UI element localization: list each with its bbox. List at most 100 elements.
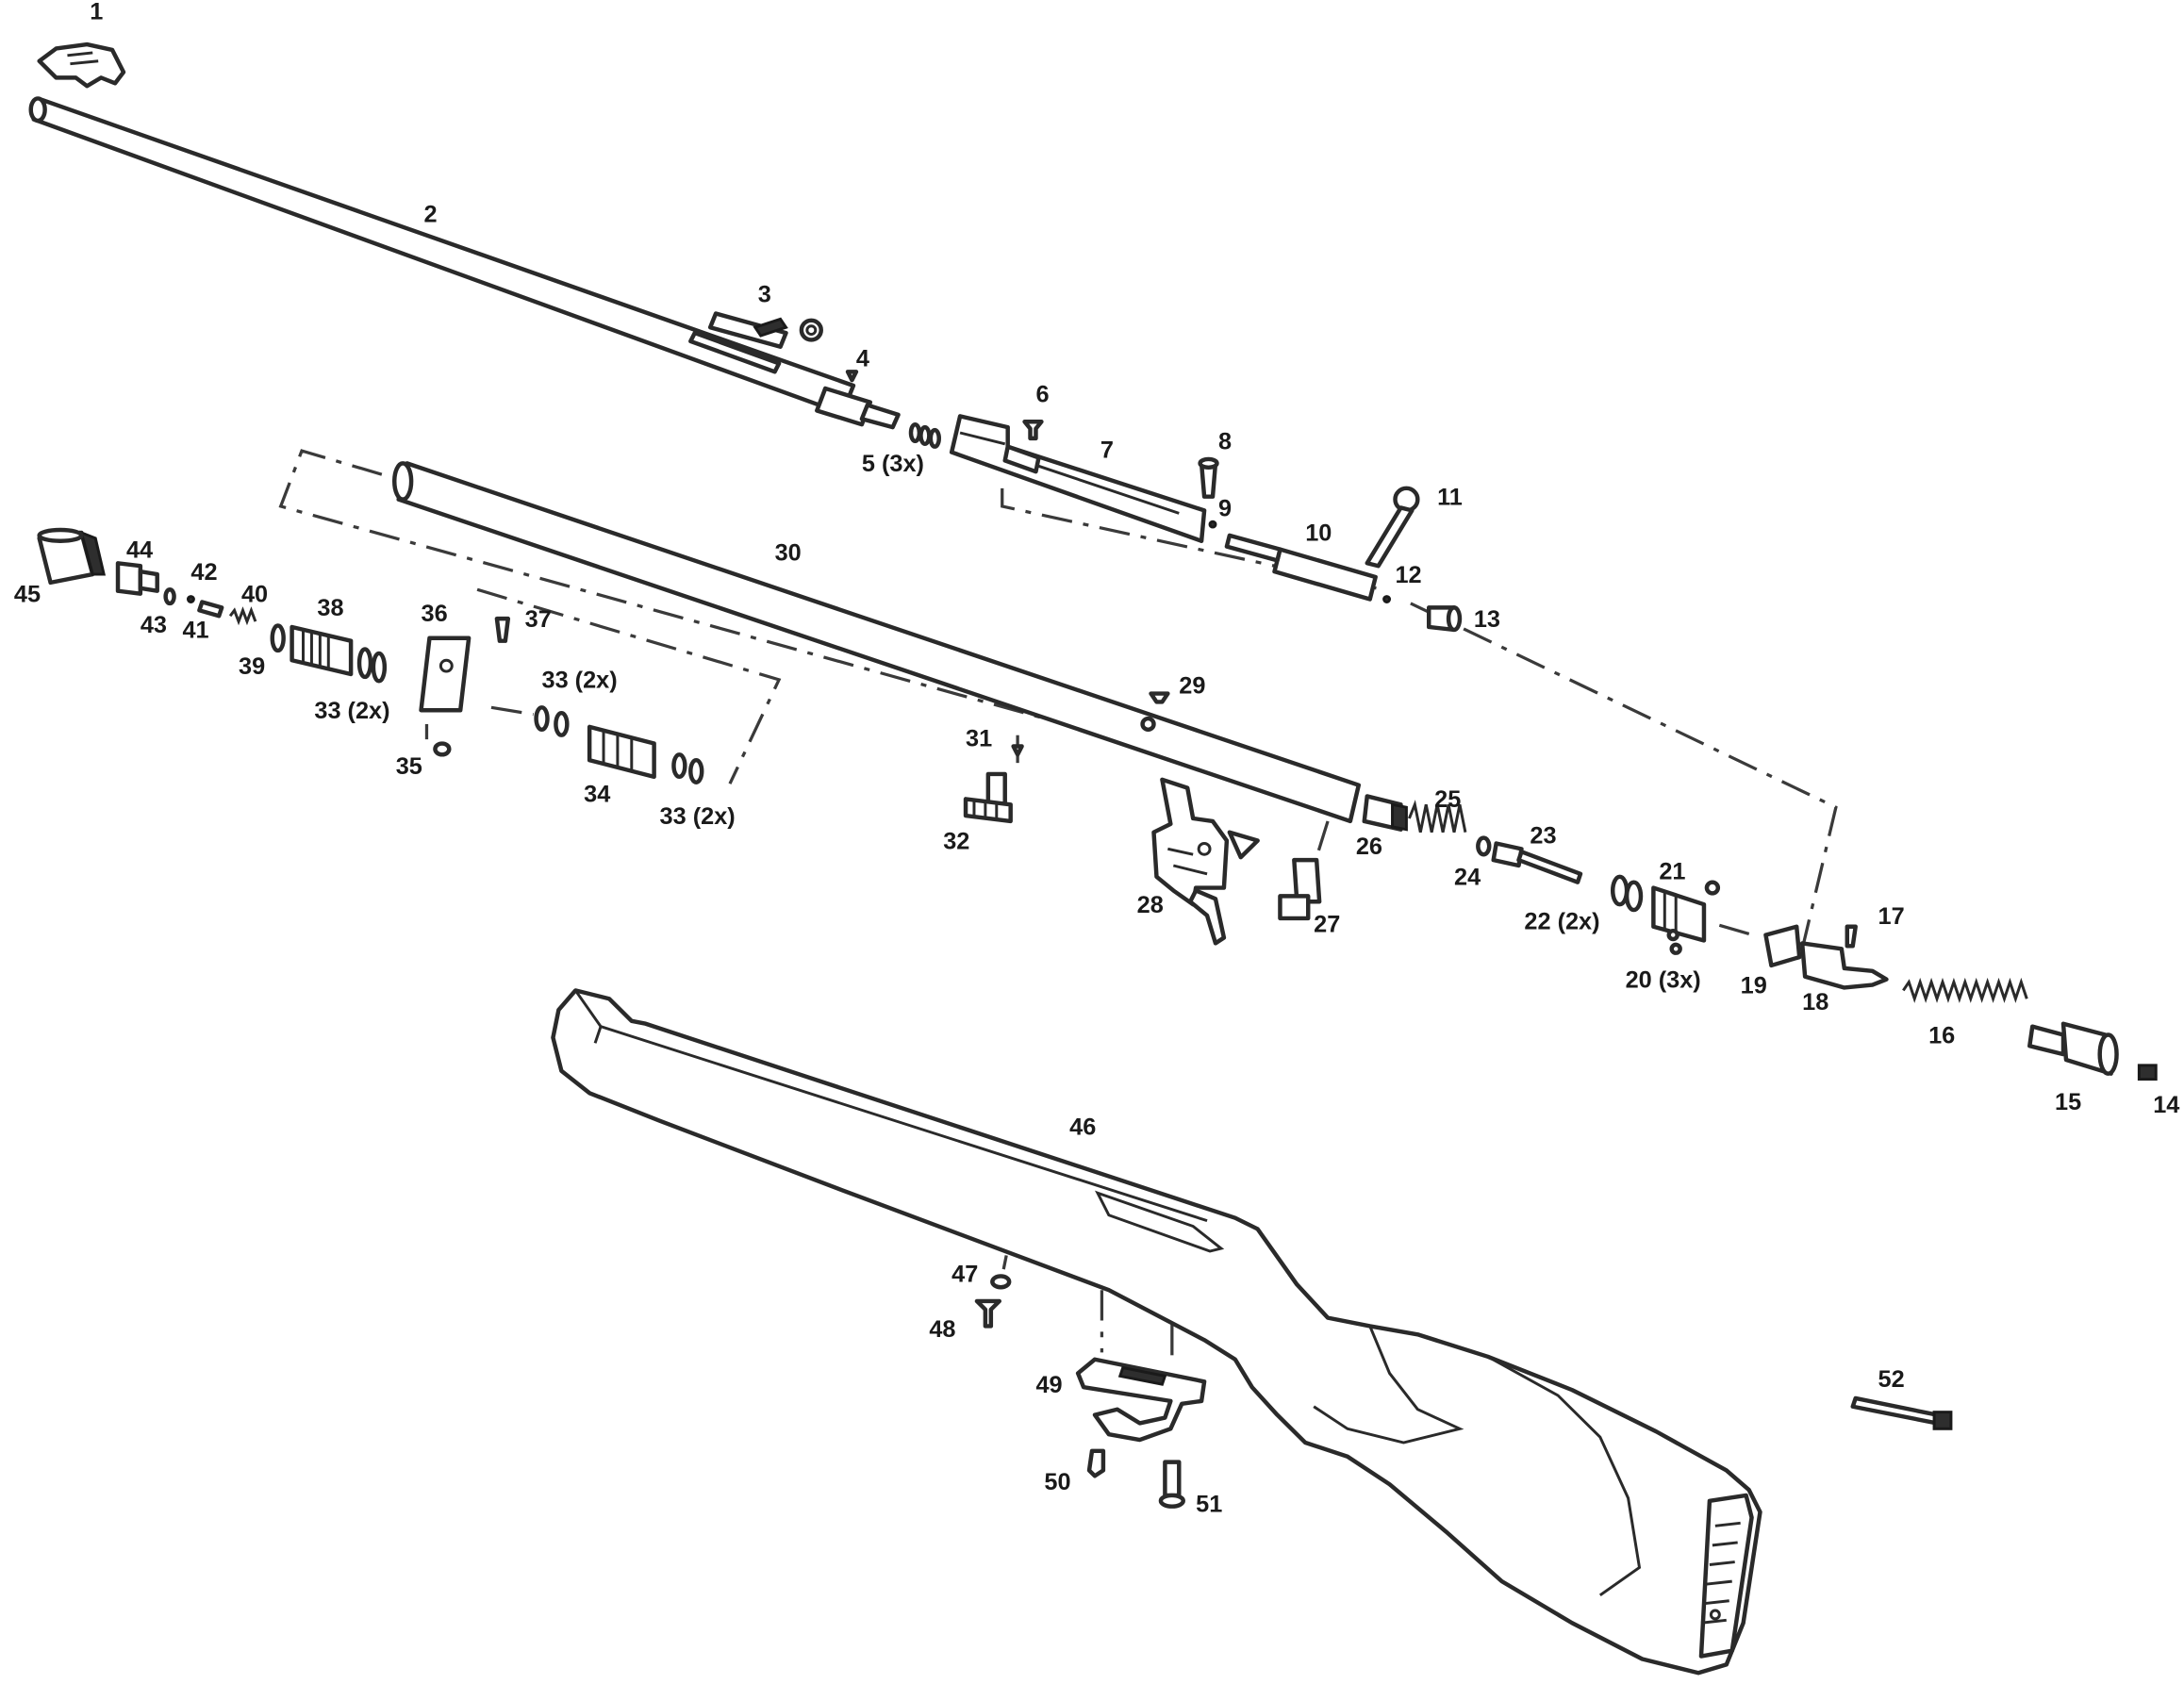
- guide-line-washer: [1001, 1255, 1008, 1270]
- label-8: 8: [1218, 429, 1232, 455]
- knob-32: [963, 771, 1013, 824]
- label-37: 37: [525, 606, 552, 633]
- block-27: [1278, 857, 1322, 921]
- label-23: 23: [1530, 823, 1556, 850]
- label-35: 35: [396, 753, 422, 780]
- label-51: 51: [1196, 1492, 1222, 1518]
- screws-20: [1666, 928, 1682, 955]
- label-5: 5 (3x): [862, 451, 924, 477]
- label-52: 52: [1878, 1366, 1905, 1393]
- guide-line-block: [1315, 820, 1330, 858]
- label-11: 11: [1437, 485, 1463, 511]
- label-6: 6: [1035, 382, 1049, 408]
- label-34: 34: [584, 781, 610, 807]
- stock: [551, 988, 1762, 1676]
- part-labels: 1 2 3 4 5 (3x) 6 7 8 9 10 11 12 13 14 15…: [14, 0, 2180, 1518]
- label-44: 44: [126, 537, 153, 564]
- screw-29: [1149, 691, 1170, 704]
- trigger-assembly: [1151, 777, 1260, 946]
- o-ring-39: [270, 623, 286, 653]
- label-26: 26: [1356, 834, 1382, 860]
- barrel: [28, 96, 901, 430]
- guide-line-bolt: [1001, 487, 1383, 591]
- guide-line-bushing: [1718, 923, 1758, 938]
- label-28: 28: [1137, 892, 1164, 918]
- label-36: 36: [422, 601, 448, 627]
- screw-4: [845, 370, 859, 383]
- label-45: 45: [14, 582, 41, 608]
- label-7: 7: [1100, 438, 1114, 464]
- rear-sight: [688, 311, 823, 374]
- end-plug-15: [2027, 1021, 2119, 1076]
- valve-body-21: [1651, 880, 1721, 943]
- label-18: 18: [1802, 989, 1828, 1015]
- hammer-18: [1799, 941, 1889, 990]
- label-12: 12: [1396, 562, 1422, 588]
- trigger-guard: [1075, 1357, 1207, 1443]
- pin-17: [1845, 924, 1858, 949]
- pin-8: [1198, 456, 1219, 499]
- label-33b: 33 (2x): [542, 668, 618, 694]
- label-46: 46: [1069, 1114, 1096, 1141]
- seal-43: [163, 587, 176, 606]
- label-50: 50: [1044, 1469, 1070, 1495]
- washer-24: [1476, 835, 1492, 857]
- label-13: 13: [1474, 606, 1500, 633]
- spring-25: [1408, 800, 1467, 833]
- label-39: 39: [239, 653, 265, 680]
- guide-line-air-reservoir: [476, 587, 782, 784]
- label-24: 24: [1454, 865, 1481, 891]
- screw-51: [1158, 1460, 1185, 1509]
- label-15: 15: [2055, 1089, 2081, 1115]
- valve-cap-26: [1362, 794, 1408, 832]
- pin-41: [197, 600, 224, 619]
- label-31: 31: [966, 726, 992, 752]
- label-42: 42: [190, 559, 217, 586]
- bolt: [1224, 533, 1378, 602]
- rod-52: [1850, 1395, 1953, 1430]
- receiver-rail: [949, 414, 1207, 543]
- bushing-19: [1763, 924, 1802, 968]
- label-40: 40: [241, 582, 268, 608]
- label-38: 38: [317, 595, 343, 621]
- guide-line-receiver-end: [1410, 602, 1838, 944]
- label-41: 41: [182, 618, 208, 644]
- screw-50: [1086, 1448, 1106, 1478]
- ball-9: [1208, 520, 1217, 529]
- label-17: 17: [1878, 903, 1905, 930]
- front-sight: [37, 41, 126, 89]
- label-2: 2: [424, 202, 438, 228]
- label-27: 27: [1314, 912, 1340, 938]
- screw-31: [1011, 744, 1024, 757]
- valve-stem-23: [1491, 841, 1583, 884]
- washer-47: [990, 1274, 1012, 1290]
- threaded-cap-45: [37, 527, 107, 586]
- label-10: 10: [1305, 520, 1332, 547]
- label-47: 47: [951, 1261, 978, 1287]
- label-3: 3: [758, 282, 771, 308]
- label-20: 20 (3x): [1626, 967, 1701, 994]
- label-21: 21: [1659, 859, 1685, 885]
- label-9: 9: [1218, 495, 1232, 521]
- label-19: 19: [1741, 972, 1767, 999]
- guide-line-seals: [490, 705, 534, 717]
- fitting-44: [115, 561, 159, 596]
- label-25: 25: [1434, 786, 1461, 813]
- label-22: 22 (2x): [1524, 909, 1599, 935]
- label-14: 14: [2153, 1092, 2179, 1118]
- spring-40: [228, 606, 257, 626]
- nut-35: [433, 741, 452, 757]
- seal-carrier-34: [534, 705, 704, 784]
- ball-12: [1382, 595, 1392, 603]
- label-32: 32: [943, 828, 969, 854]
- hammer-spring-16: [1902, 977, 2028, 1003]
- screw-37: [494, 616, 511, 643]
- o-rings-5: [908, 421, 941, 449]
- cap-14: [2137, 1064, 2158, 1081]
- screw-48: [974, 1298, 1001, 1329]
- screw-6: [1022, 420, 1044, 441]
- ball-42: [186, 595, 195, 603]
- o-rings-22: [1610, 874, 1644, 913]
- air-reservoir-tube: [392, 461, 1362, 824]
